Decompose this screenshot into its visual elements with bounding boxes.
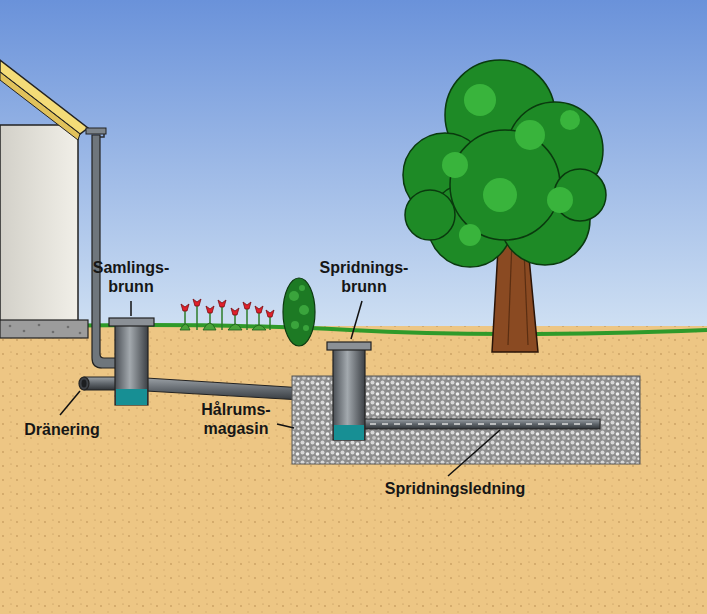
part-label: Spridnings- brunn xyxy=(320,258,409,296)
part-label: Samlings- brunn xyxy=(93,258,169,296)
part-label: Hålrums- magasin xyxy=(201,400,270,438)
part-label: Dränering xyxy=(24,420,100,439)
part-label: Spridningsledning xyxy=(385,479,525,498)
